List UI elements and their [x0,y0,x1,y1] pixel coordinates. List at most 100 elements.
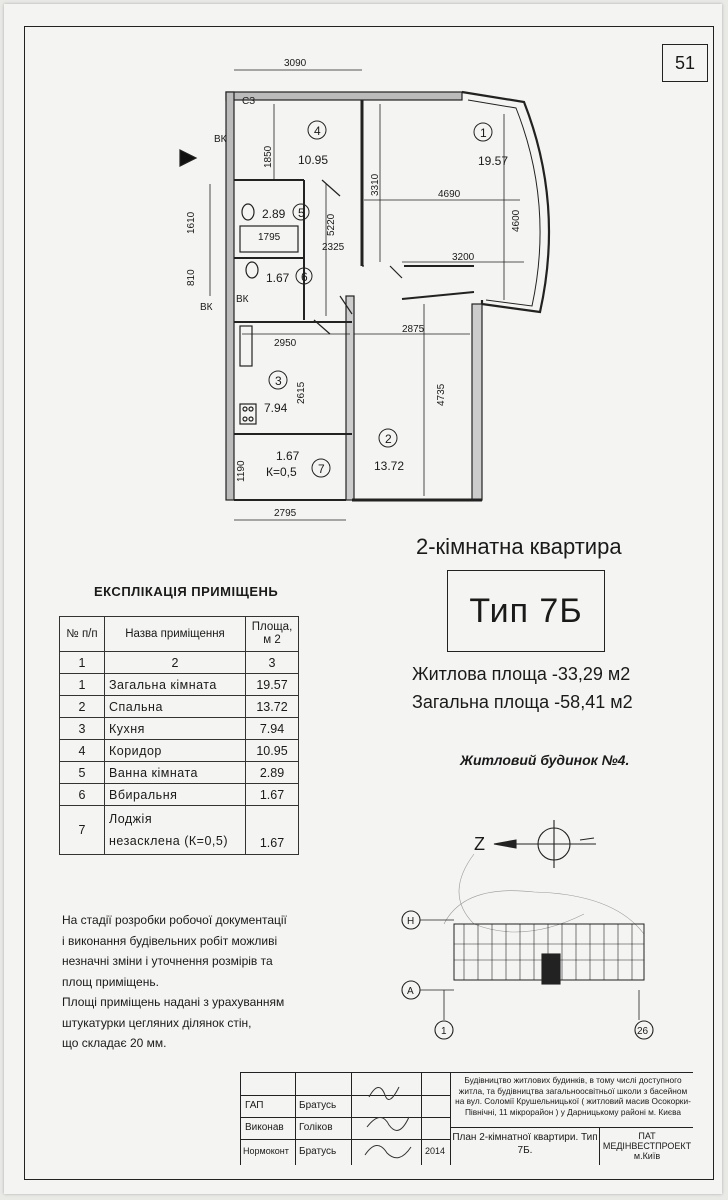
normokontr-label: Нормоконт [243,1146,289,1156]
row-num: 1 [59,673,105,696]
mark-vk-3: ВК [236,294,249,305]
note-line: незначні зміни і уточнення розмірів та [62,954,273,968]
row-name: Спальна [104,695,246,718]
dim-1190: 1190 [236,460,247,482]
table-row: 1 Загальна кімната 19.57 [59,673,299,696]
row-name: Загальна кімната [104,673,246,696]
year: 2014 [425,1146,446,1156]
dim-1610: 1610 [186,211,197,234]
axis-h-label: Н [407,916,414,927]
row-name-line-2: незасклена (К=0,5) [109,834,228,848]
gap-label: ГАП [245,1100,264,1111]
mark-sz: СЗ [242,96,255,107]
row-area: 13.72 [245,695,299,718]
dim-bottom-width: 2795 [274,508,297,519]
axis-1-label: 1 [441,1026,447,1037]
dim-2615: 2615 [296,381,307,404]
row-area: 7.94 [245,717,299,740]
room-2-number: 2 [385,432,392,446]
bathtub [239,225,299,253]
row-area: 10.95 [245,739,299,762]
note-line: що складає 20 мм. [62,1036,167,1050]
row-num: 3 [59,717,105,740]
dim-1795: 1795 [258,232,281,243]
table-index-row: 1 2 3 [59,651,299,674]
room-7-number: 7 [318,462,325,476]
note-line: На стадії розробки робочої документації [62,913,287,927]
note-text: На стадії розробки робочої документації … [62,910,322,1054]
floor-plan: 1 19.57 2 13.72 3 7.94 4 10.95 5 2.89 6 … [179,58,551,521]
mark-vk-1: ВК [214,134,227,145]
room-5-number: 5 [298,206,305,220]
room-2-area: 13.72 [374,459,404,473]
row-num: 4 [59,739,105,762]
row-name-line-1: Лоджія [109,812,153,826]
explication-title: ЕКСПЛІКАЦІЯ ПРИМІЩЕНЬ [94,584,279,599]
organization: ПАТ МЕДІНВЕСТПРОЕКТ м.Київ [602,1131,692,1161]
vykonav-label: Виконав [245,1122,284,1133]
room-4-area: 10.95 [298,153,328,167]
row-num: 7 [59,805,105,855]
index-cell: 3 [245,651,299,674]
note-line: і виконання будівельних робіт можливі [62,933,278,948]
normokontr-name: Братусь [299,1146,337,1157]
sheet-plan-title: План 2-кімнатної квартири. Тип 7Б. [452,1132,598,1156]
table-header-row: № п/п Назва приміщення Площа, м 2 [59,616,299,652]
table-row: 4 Коридор 10.95 [59,739,299,762]
table-row: 5 Ванна кімната 2.89 [59,761,299,784]
table-row: 6 Вбиральня 1.67 [59,783,299,806]
room-7-area: 1.67 [276,449,300,463]
room-3-number: 3 [275,374,282,388]
dim-4600: 4600 [511,209,522,232]
index-cell: 1 [59,651,105,674]
dim-3310: 3310 [370,173,381,196]
dim-4690: 4690 [438,189,461,200]
index-cell: 2 [104,651,246,674]
room-7-coef: К=0,5 [266,465,297,479]
header-num: № п/п [59,616,105,652]
apartment-type: Тип 7Б [447,570,605,652]
room-1-area: 19.57 [478,154,508,168]
row-num: 2 [59,695,105,718]
project-block: Будівництво житлових будинків, в тому чи… [450,1072,693,1165]
house-label: Житловий будинок №4. [460,752,630,768]
table-row: 3 Кухня 7.94 [59,717,299,740]
dim-top-width: 3090 [284,58,307,69]
signatures-grid: ГАП Братусь Виконав Голіков Нормоконт Бр… [240,1072,451,1165]
dim-4735: 4735 [436,383,447,406]
row-name: Вбиральня [104,783,246,806]
drawing-frame [24,26,714,1180]
living-area: Житлова площа -33,29 м2 [412,664,631,684]
room-1-number: 1 [480,126,487,140]
note-line: Площі приміщень надані з урахуванням [62,995,285,1009]
dim-810: 810 [186,269,197,286]
note-line: штукатурки цегляних ділянок стін, [62,1015,252,1030]
header-area: Площа, м 2 [245,616,299,652]
table-row: 7 Лоджія незасклена (К=0,5) 1.67 [59,805,299,855]
dim-1850: 1850 [263,145,274,168]
key-plan: Z Н А 1 26 [401,820,654,1040]
dim-2950: 2950 [274,338,297,349]
row-area: 1.67 [245,783,299,806]
row-name: Лоджія незасклена (К=0,5) [104,805,246,855]
header-name: Назва приміщення [104,616,246,652]
axis-26-label: 26 [637,1026,649,1037]
explication-table: № п/п Назва приміщення Площа, м 2 1 2 3 … [59,616,299,855]
apartment-title: 2-кімнатна квартира [416,534,622,559]
table-row: 2 Спальна 13.72 [59,695,299,718]
row-num: 5 [59,761,105,784]
row-num: 6 [59,783,105,806]
room-6-area: 1.67 [266,271,290,285]
vykonav-name: Голіков [299,1122,333,1133]
room-6-number: 6 [301,270,308,284]
page-number: 51 [662,44,708,82]
dim-2875: 2875 [402,324,425,335]
dim-5220: 5220 [326,213,337,236]
mark-vk-2: ВК [200,302,213,313]
note-line: площ приміщень. [62,974,159,989]
title-block: ГАП Братусь Виконав Голіков Нормоконт Бр… [240,1072,693,1165]
wall-left [225,91,235,501]
row-area: 1.67 [245,805,299,855]
dim-3200: 3200 [452,252,475,263]
row-name: Ванна кімната [104,761,246,784]
